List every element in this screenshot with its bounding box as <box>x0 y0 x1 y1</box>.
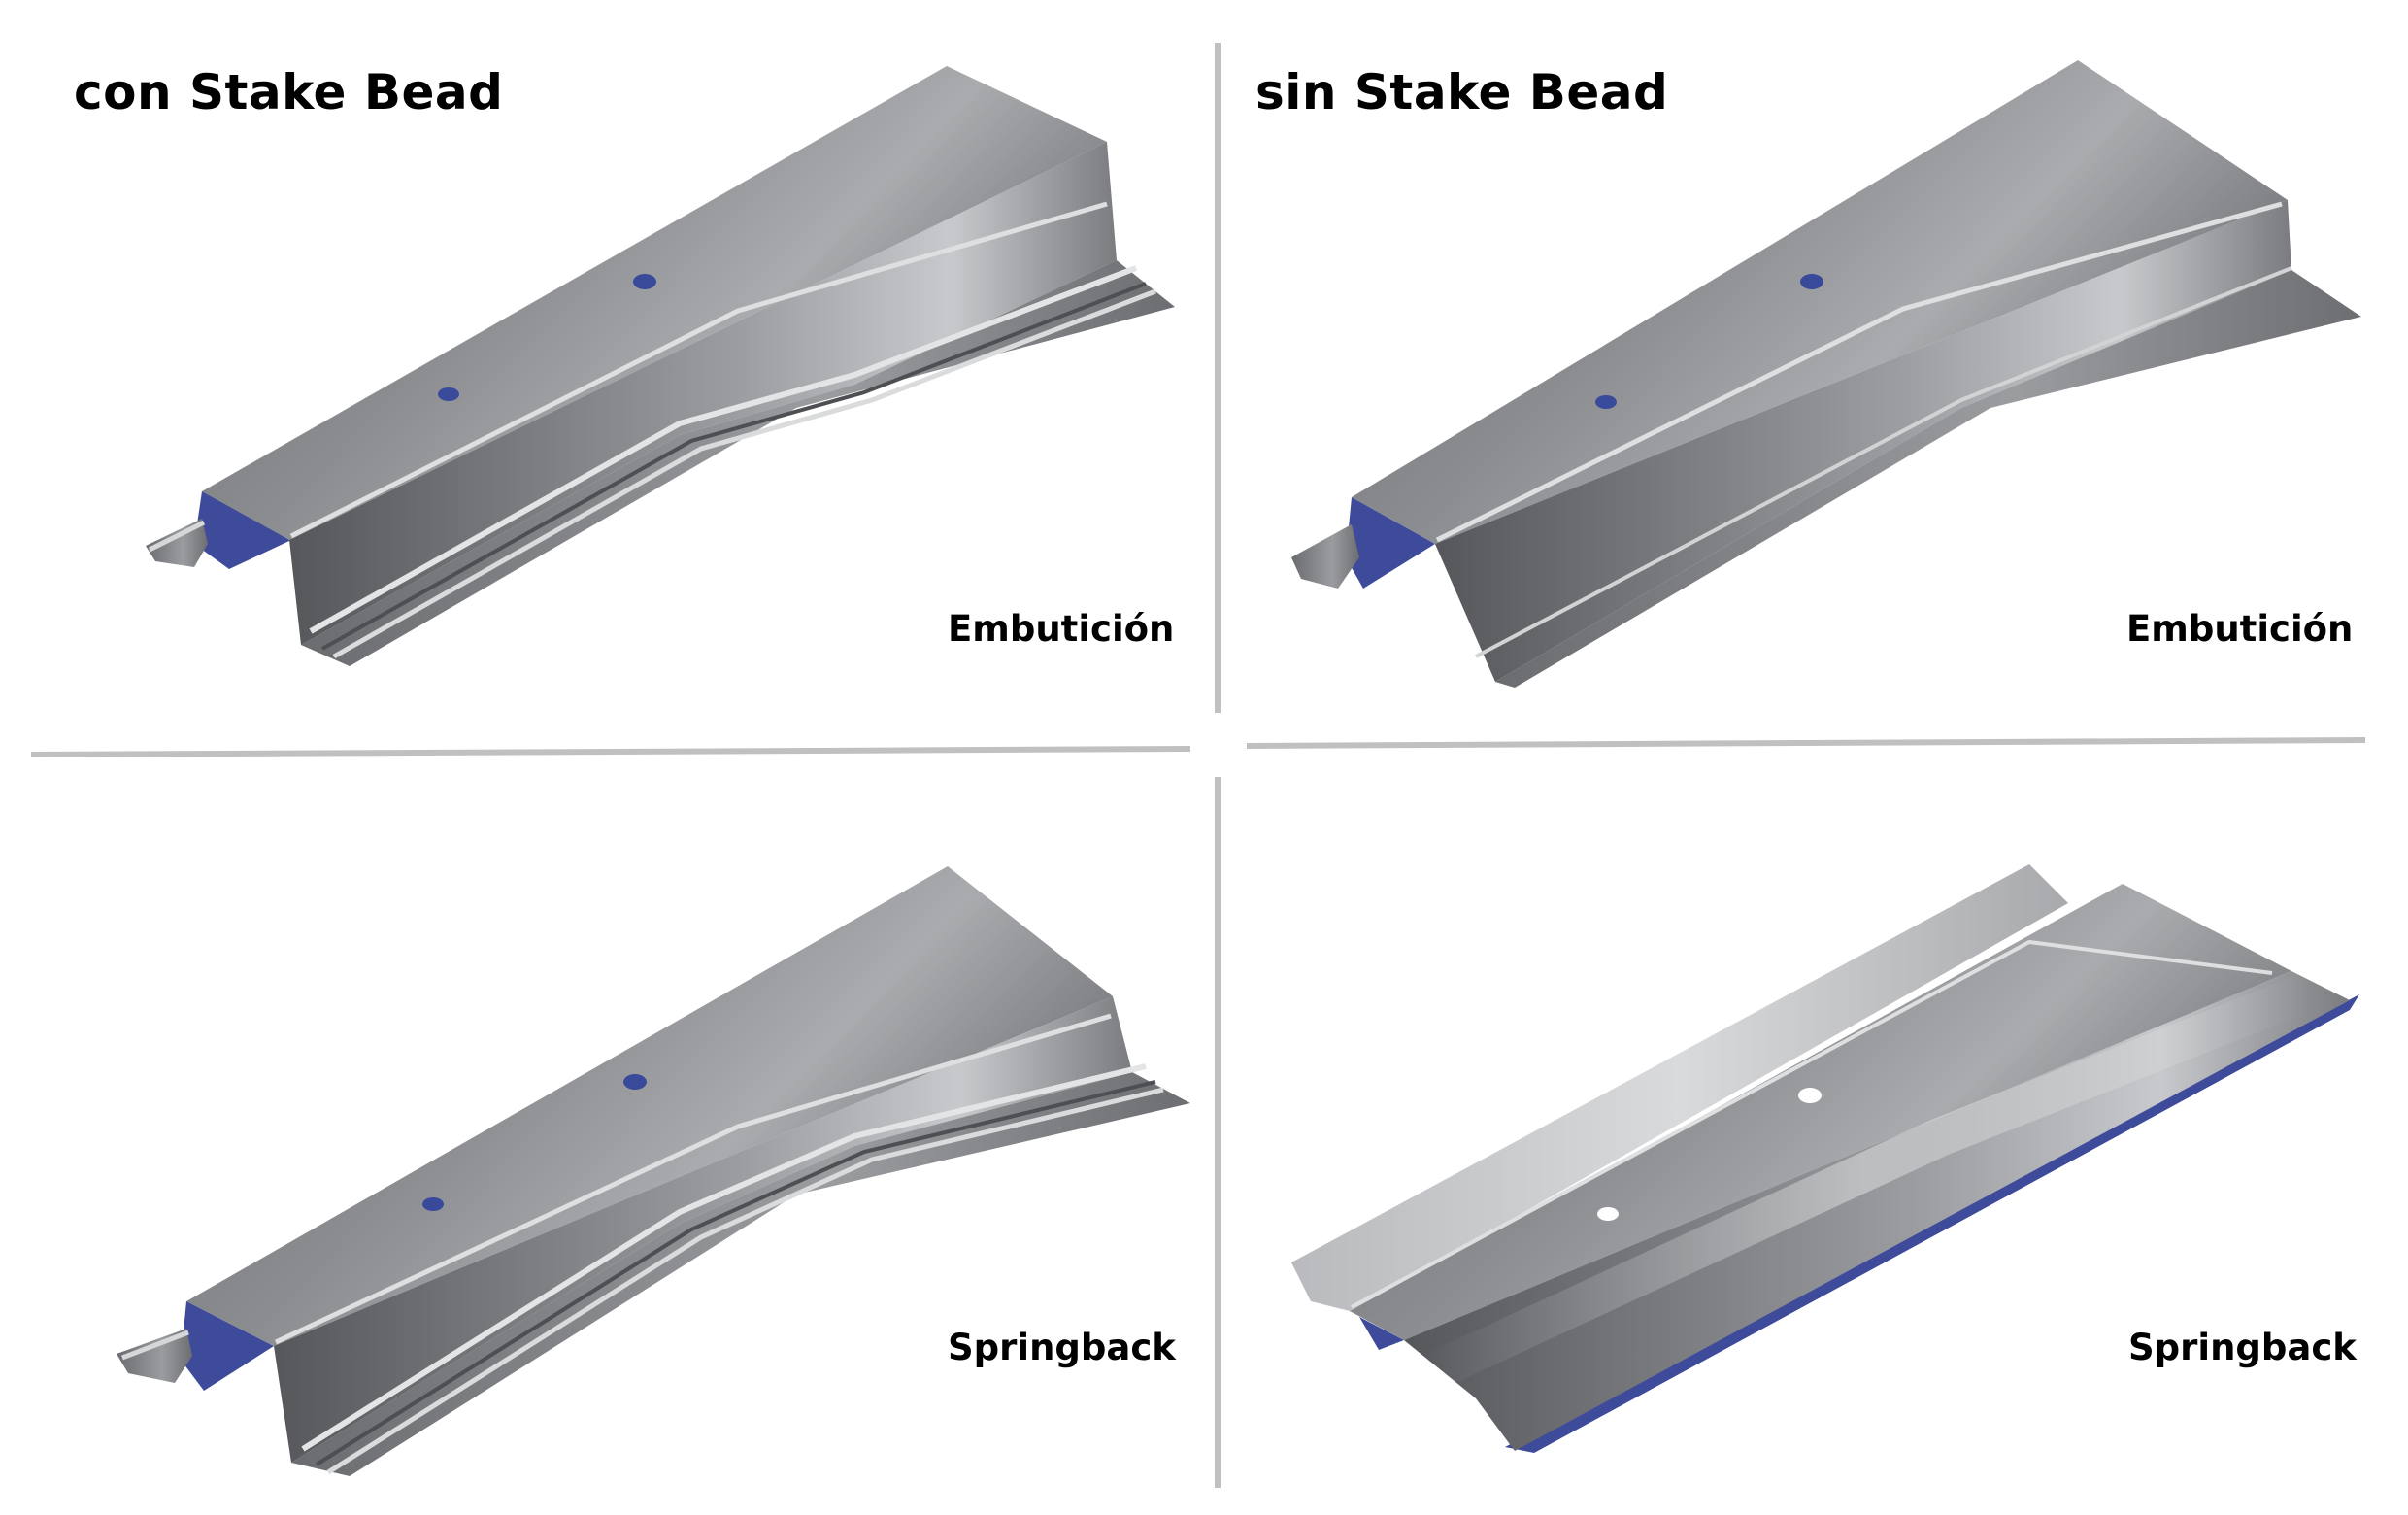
light-side-wall <box>1291 864 2068 1311</box>
hole <box>623 1074 647 1090</box>
top-face <box>202 66 1107 540</box>
top-face <box>1352 60 2288 544</box>
part-with-bead-springback <box>117 866 1190 1476</box>
stake-bead-ridge <box>301 1063 1147 1452</box>
side-wall <box>1435 200 2291 682</box>
stage-label-top-right: Embutición <box>2126 608 2354 650</box>
inner-side-face <box>1346 497 1435 589</box>
hole <box>1597 1207 1619 1221</box>
part-with-bead-drawing <box>146 66 1175 666</box>
hole <box>1798 1088 1822 1103</box>
part-without-bead-springback <box>1291 864 2359 1453</box>
part-without-bead-drawing <box>1291 60 2361 688</box>
inner-side-face <box>181 1301 274 1391</box>
outer-flange <box>1495 270 2361 688</box>
left-flange <box>1291 524 1359 589</box>
hole <box>422 1197 444 1211</box>
horizontal-divider-right <box>1246 737 2366 749</box>
heading-without-stake-bead: sin Stake Bead <box>1255 64 1669 120</box>
side-wall <box>289 142 1117 645</box>
stage-label-bottom-left: Springback <box>948 1327 1176 1368</box>
top-face <box>186 866 1113 1346</box>
hole <box>1800 274 1823 289</box>
side-wall <box>1404 971 2350 1451</box>
hole <box>438 387 459 401</box>
hole <box>633 274 656 289</box>
hole <box>1595 395 1617 409</box>
outer-flange <box>291 1072 1190 1476</box>
left-flange <box>117 1329 192 1383</box>
side-wall <box>274 996 1132 1463</box>
horizontal-divider-left <box>30 746 1191 758</box>
stake-bead-ridge <box>309 265 1138 634</box>
heading-with-stake-bead: con Stake Bead <box>74 64 504 120</box>
stage-label-bottom-right: Springback <box>2128 1327 2357 1368</box>
top-face <box>1350 884 2291 1340</box>
stage-label-top-left: Embutición <box>948 608 1175 650</box>
inner-side-face <box>194 491 291 569</box>
outer-flange <box>301 260 1175 666</box>
